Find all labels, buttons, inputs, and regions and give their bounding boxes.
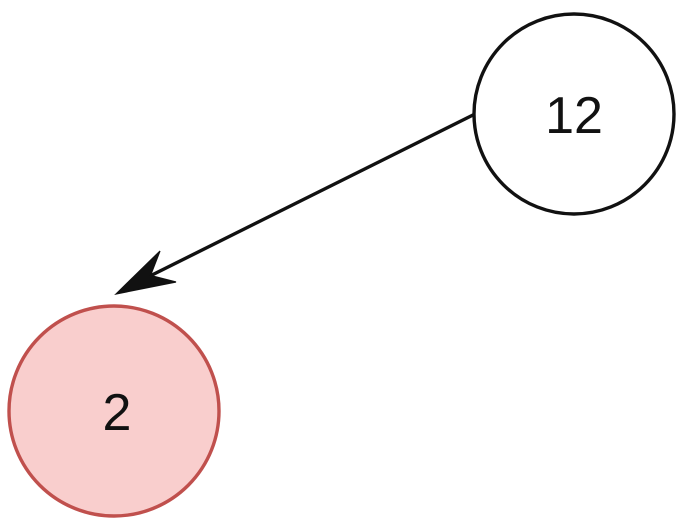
node-12[interactable]: 12 [472,12,676,216]
node-circle [7,304,221,518]
edge-layer [114,111,478,295]
node-layer: 12 2 [7,12,676,518]
node-label: 12 [545,87,603,145]
edge-arrowhead [114,250,177,295]
node-2[interactable]: 2 [7,304,221,518]
node-circle [472,12,676,216]
node-label: 2 [103,384,132,442]
edge-line [149,111,478,278]
edge-12-to-2[interactable] [114,111,478,295]
